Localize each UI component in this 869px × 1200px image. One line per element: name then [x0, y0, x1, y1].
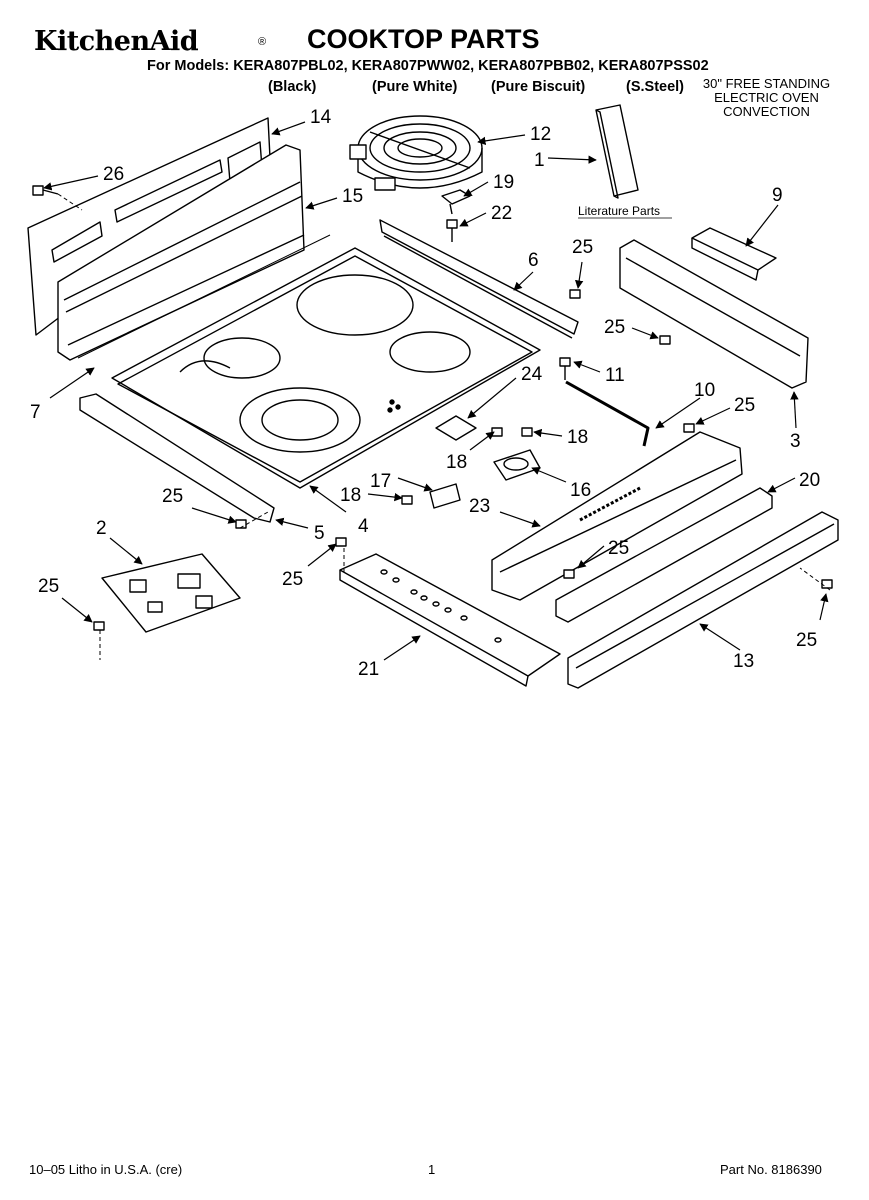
part-2-control-board — [101, 553, 241, 633]
product-type-line-1: 30" FREE STANDING — [702, 76, 831, 91]
part-11-screw — [559, 357, 571, 380]
callout-15: 15 — [342, 186, 363, 207]
models-line: For Models: KERA807PBL02, KERA807PWW02, … — [147, 58, 709, 74]
callout-13: 13 — [733, 651, 754, 672]
part-13-front-frame — [567, 511, 839, 689]
color-stainless-steel: (S.Steel) — [626, 79, 685, 95]
part-23-vent-panel — [491, 431, 743, 601]
callout-25-b: 25 — [604, 317, 625, 338]
leader-lines — [43, 121, 829, 661]
part-19-clip — [441, 189, 471, 215]
part-25-screws — [93, 289, 833, 631]
product-type-line-2: ELECTRIC OVEN — [714, 90, 819, 105]
callout-25-c: 25 — [734, 395, 755, 416]
brand-trademark: ® — [258, 36, 267, 48]
callout-25-g: 25 — [38, 576, 59, 597]
callout-2: 2 — [96, 518, 107, 539]
callout-18-b: 18 — [446, 452, 467, 473]
part-5-front-trim — [79, 393, 275, 523]
page-title: COOKTOP PARTS — [307, 24, 540, 54]
part-12-radiant-element — [349, 115, 483, 191]
part-1-literature — [595, 104, 639, 199]
callout-25-a: 25 — [572, 237, 593, 258]
callout-14: 14 — [310, 107, 332, 128]
exploded-parts-diagram: Literature Parts 14 12 1 26 19 15 22 9 2… — [27, 104, 839, 689]
callout-25-h: 25 — [796, 630, 817, 651]
callout-16: 16 — [570, 480, 591, 501]
callout-4: 4 — [358, 516, 369, 537]
callout-24: 24 — [521, 364, 543, 385]
page-number: 1 — [428, 1162, 436, 1177]
product-type: 30" FREE STANDING ELECTRIC OVEN CONVECTI… — [694, 77, 839, 119]
callout-17: 17 — [370, 471, 391, 492]
litho-note: 10–05 Litho in U.S.A. (cre) — [29, 1162, 183, 1177]
part-24-switch — [435, 415, 477, 441]
callout-21: 21 — [358, 659, 379, 680]
part-22-screw — [446, 219, 458, 242]
callout-18-c: 18 — [340, 485, 361, 506]
callout-26: 26 — [103, 164, 124, 185]
part-15-backguard — [57, 144, 305, 361]
part-9-bracket — [691, 227, 777, 281]
color-black: (Black) — [268, 79, 317, 95]
part-20-rail — [555, 487, 773, 623]
callout-12: 12 — [530, 124, 551, 145]
literature-parts-label: Literature Parts — [578, 204, 660, 218]
callout-3: 3 — [790, 431, 801, 452]
callout-11: 11 — [605, 365, 625, 386]
part-number: Part No. 8186390 — [720, 1162, 822, 1177]
callout-18-a: 18 — [567, 427, 588, 448]
color-pure-biscuit: (Pure Biscuit) — [491, 79, 586, 95]
product-type-line-3: CONVECTION — [723, 104, 810, 119]
brand-logo: KitchenAid — [34, 26, 199, 57]
callout-23: 23 — [469, 496, 490, 517]
callout-9: 9 — [772, 185, 783, 206]
part-4-cooktop-glass — [111, 247, 541, 489]
part-10-rod — [565, 380, 650, 447]
callout-25-f: 25 — [282, 569, 303, 590]
part-6-trim-strip — [379, 219, 579, 339]
callout-22: 22 — [491, 203, 512, 224]
callout-10: 10 — [694, 380, 715, 401]
color-pure-white: (Pure White) — [372, 79, 458, 95]
callout-25-d: 25 — [608, 538, 629, 559]
part-7-seal — [77, 234, 331, 359]
callout-20: 20 — [799, 470, 820, 491]
part-21-control-panel — [339, 553, 561, 687]
part-17-tab — [429, 483, 461, 509]
part-3-side-rail — [619, 239, 809, 389]
callout-1: 1 — [534, 150, 545, 171]
part-16-bracket — [493, 449, 541, 481]
callout-5: 5 — [314, 523, 325, 544]
callout-25-e: 25 — [162, 486, 183, 507]
assembly-lines — [57, 193, 831, 660]
callout-7: 7 — [30, 402, 41, 423]
part-26-screw — [32, 185, 59, 196]
callout-19: 19 — [493, 172, 514, 193]
callout-6: 6 — [528, 250, 539, 271]
